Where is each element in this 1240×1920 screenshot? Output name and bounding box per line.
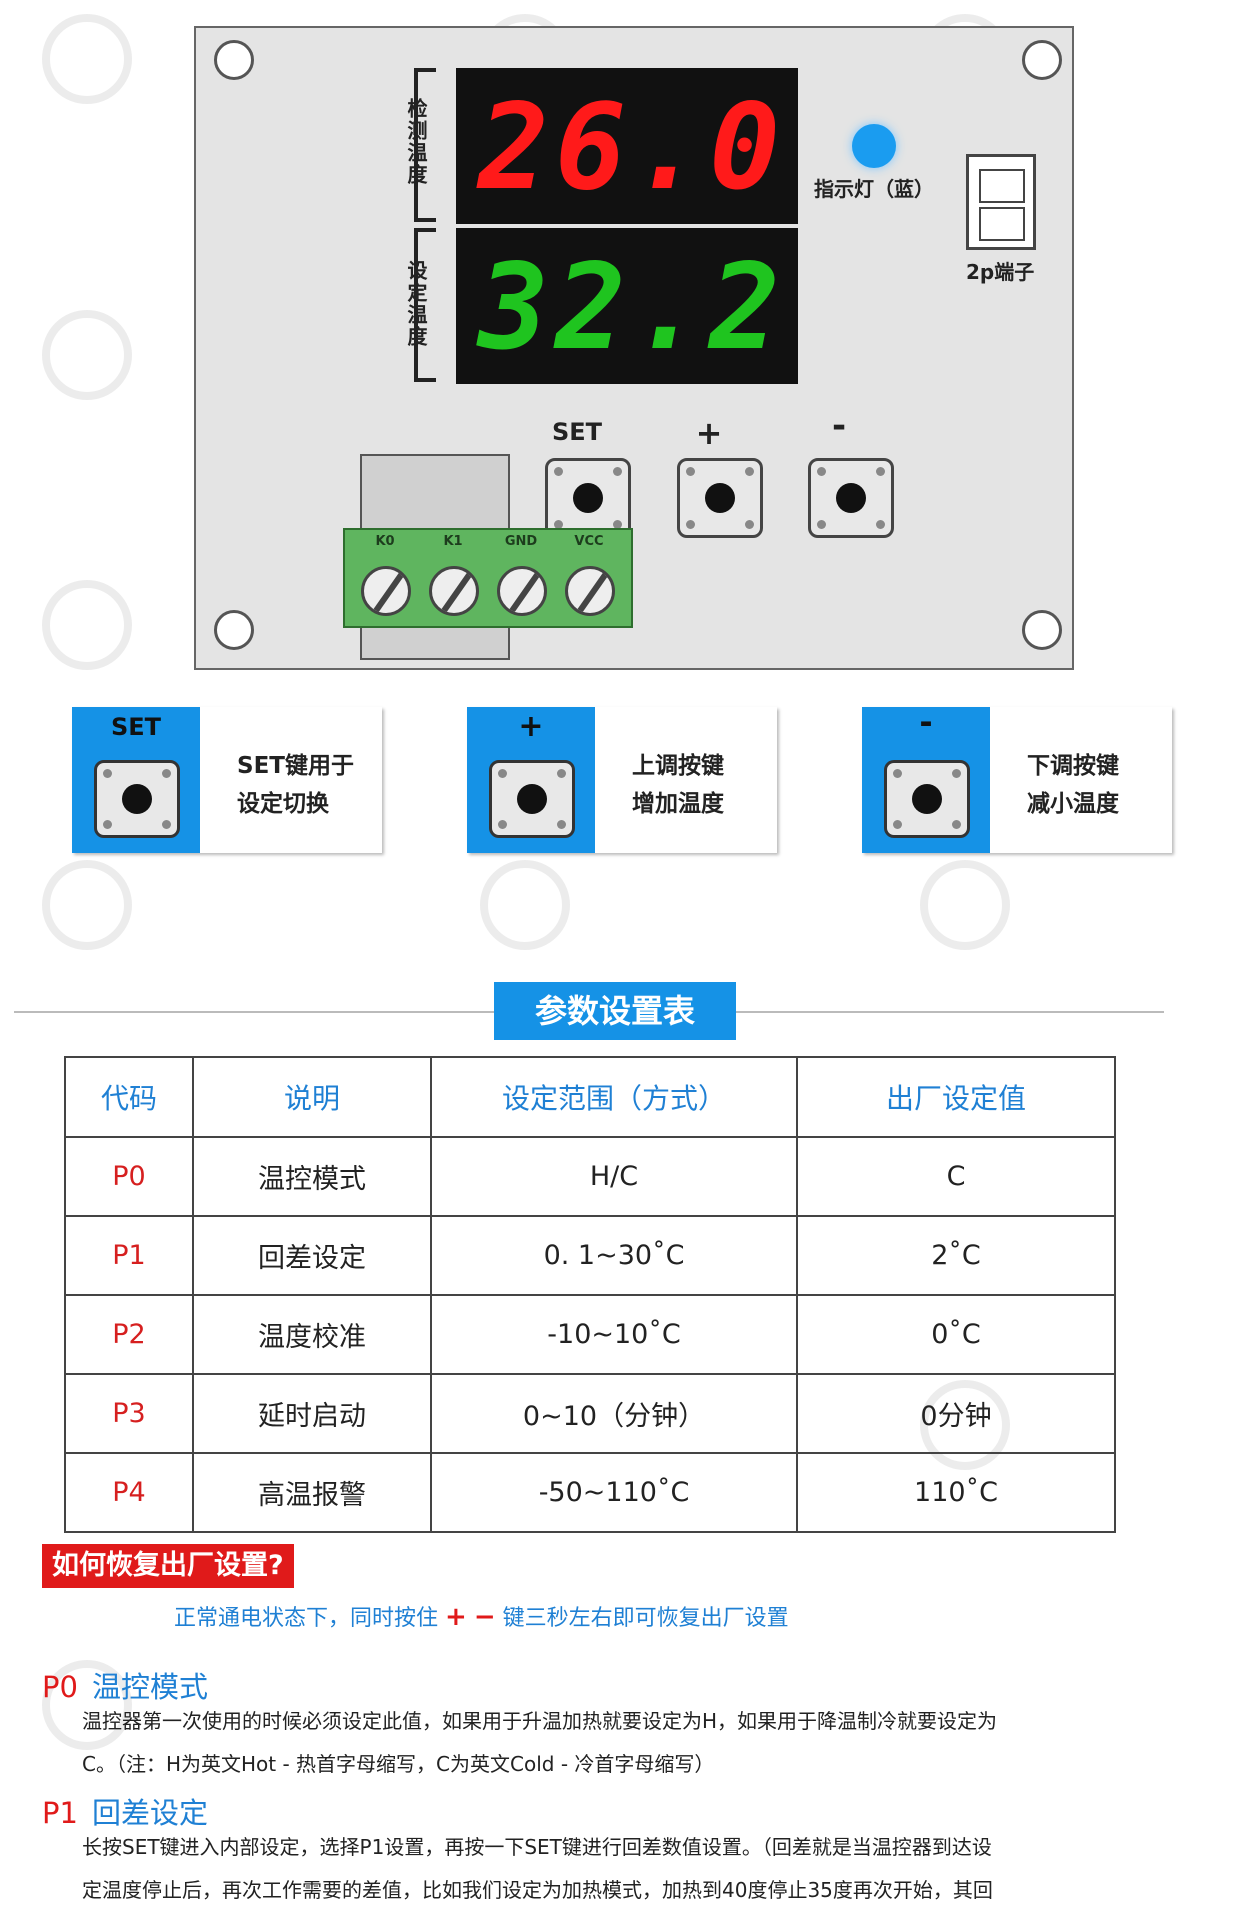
section-p1-text: 长按SET键进入内部设定，选择P1设置，再按一下SET键进行回差数值设置。（回差…: [82, 1835, 993, 1902]
param-default: 0分钟: [796, 1373, 1116, 1454]
param-desc: 高温报警: [192, 1452, 432, 1533]
params-title: 参数设置表: [494, 982, 736, 1040]
table-row: P4 高温报警 -50~110˚C 110˚C: [64, 1452, 1116, 1533]
port-connector: [966, 154, 1036, 250]
key-description: 上调按键增加温度: [632, 753, 724, 817]
key-description: SET键用于设定切换: [237, 753, 354, 817]
set-temp-label: 设定温度: [404, 260, 428, 348]
table-row: P2 温度校准 -10~10˚C 0˚C: [64, 1294, 1116, 1375]
key-description: 下调按键减小温度: [1027, 753, 1119, 817]
set-button-label: SET: [551, 418, 603, 446]
measured-temp-label: 检测温度: [404, 98, 428, 186]
minus-button[interactable]: [808, 458, 894, 538]
terminal-screw: [361, 566, 411, 616]
terminal-screw: [429, 566, 479, 616]
mounting-hole: [1022, 40, 1062, 80]
col-code: 代码: [64, 1056, 194, 1138]
watermark-logo: [42, 580, 132, 670]
measured-bracket: [414, 68, 436, 222]
param-code: P0: [64, 1136, 194, 1217]
plus-button-label: +: [695, 414, 723, 452]
col-range: 设定范围（方式）: [430, 1056, 798, 1138]
watermark-logo: [480, 860, 570, 950]
minus-button-label: -: [831, 406, 847, 446]
key-illustration: [94, 760, 180, 838]
param-desc: 温度校准: [192, 1294, 432, 1375]
mounting-hole: [214, 610, 254, 650]
param-default: C: [796, 1136, 1116, 1217]
port-label: 2p端子: [966, 260, 1035, 284]
restore-title: 如何恢复出厂设置?: [42, 1544, 294, 1588]
terminal-block: K0 K1 GND VCC: [343, 528, 633, 628]
plus-button[interactable]: [677, 458, 763, 538]
watermark-logo: [42, 1660, 132, 1750]
key-card-plus: + 上调按键增加温度: [467, 707, 777, 853]
measured-temp-value: 26.0: [478, 78, 787, 216]
mounting-hole: [1022, 610, 1062, 650]
mounting-hole: [214, 40, 254, 80]
col-description: 说明: [192, 1056, 432, 1138]
table-header-row: 代码 说明 设定范围（方式） 出厂设定值: [64, 1056, 1116, 1138]
terminal-screw: [565, 566, 615, 616]
plus-symbol: +: [445, 1602, 467, 1632]
key-card-minus: - 下调按键减小温度: [862, 703, 1172, 853]
set-temp-value: 32.2: [478, 238, 787, 376]
param-desc: 温控模式: [192, 1136, 432, 1217]
watermark-logo: [42, 860, 132, 950]
param-range: 0. 1~30˚C: [430, 1215, 798, 1296]
param-default: 0˚C: [796, 1294, 1116, 1375]
measured-temp-display: 26.0: [456, 68, 798, 224]
table-row: P0 温控模式 H/C C: [64, 1136, 1116, 1217]
param-code: P1: [64, 1215, 194, 1296]
col-default: 出厂设定值: [796, 1056, 1116, 1138]
terminal-label: VCC: [574, 534, 604, 549]
param-code: P2: [64, 1294, 194, 1375]
watermark-logo: [42, 14, 132, 104]
watermark-logo: [42, 310, 132, 400]
param-range: 0~10（分钟）: [430, 1373, 798, 1454]
key-illustration: [489, 760, 575, 838]
table-row: P3 延时启动 0~10（分钟） 0分钟: [64, 1373, 1116, 1454]
param-code: P3: [64, 1373, 194, 1454]
controller-board: 检测温度 设定温度 26.0 32.2 指示灯（蓝） 2p端子 SET + -: [194, 26, 1074, 670]
watermark-logo: [920, 860, 1010, 950]
key-symbol: +: [518, 709, 544, 744]
minus-symbol: −: [473, 1602, 496, 1632]
terminal-label: K0: [375, 534, 395, 549]
terminal-label: K1: [443, 534, 463, 549]
set-button[interactable]: [545, 458, 631, 538]
param-desc: 回差设定: [192, 1215, 432, 1296]
set-temp-display: 32.2: [456, 228, 798, 384]
restore-instructions: 正常通电状态下，同时按住 + − 键三秒左右即可恢复出厂设置: [174, 1602, 789, 1632]
set-bracket: [414, 228, 436, 382]
indicator-label: 指示灯（蓝）: [814, 177, 934, 201]
param-range: H/C: [430, 1136, 798, 1217]
key-card-set: SET SET键用于设定切换: [72, 707, 382, 853]
indicator-led: [852, 124, 896, 168]
terminal-screw: [497, 566, 547, 616]
param-default: 2˚C: [796, 1215, 1116, 1296]
table-row: P1 回差设定 0. 1~30˚C 2˚C: [64, 1215, 1116, 1296]
section-p0-text: 温控器第一次使用的时候必须设定此值，如果用于升温加热就要设定为H，如果用于降温制…: [82, 1709, 998, 1776]
param-desc: 延时启动: [192, 1373, 432, 1454]
param-code: P4: [64, 1452, 194, 1533]
params-table: 代码 说明 设定范围（方式） 出厂设定值 P0 温控模式 H/C C P1 回差…: [64, 1056, 1116, 1533]
terminal-label: GND: [504, 534, 538, 549]
key-symbol: -: [919, 703, 933, 741]
param-range: -10~10˚C: [430, 1294, 798, 1375]
key-illustration: [884, 760, 970, 838]
param-range: -50~110˚C: [430, 1452, 798, 1533]
param-default: 110˚C: [796, 1452, 1116, 1533]
key-symbol: SET: [110, 713, 162, 741]
